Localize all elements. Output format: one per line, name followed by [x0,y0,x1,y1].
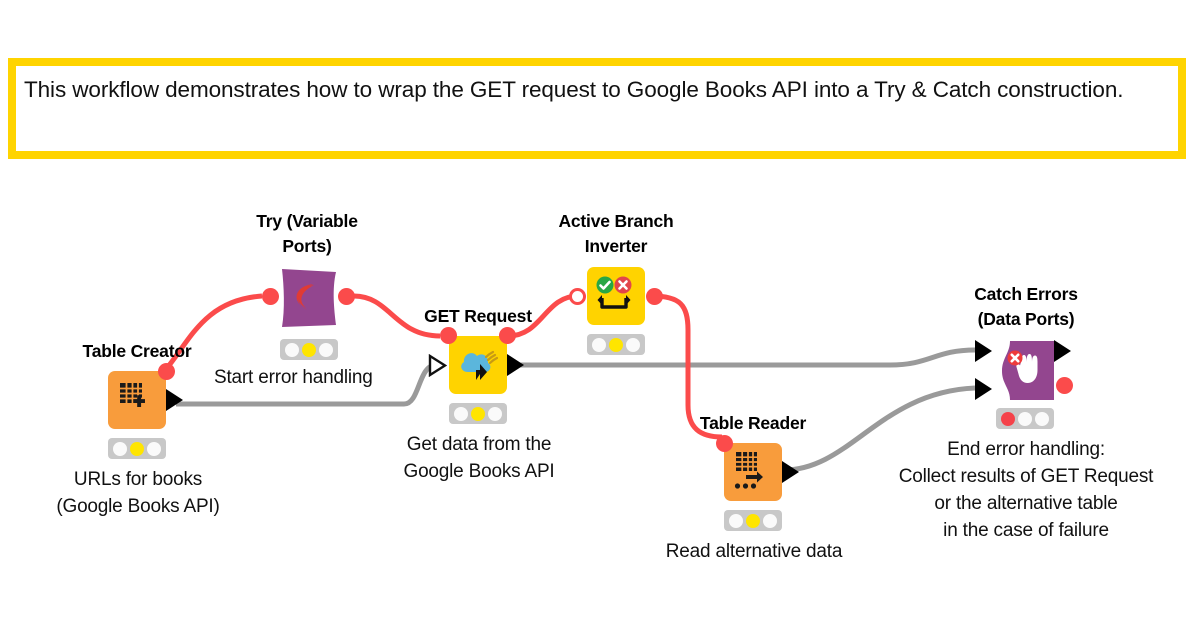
status-lamp-green [147,441,162,456]
node-body-active-branch-inverter[interactable] [587,267,645,325]
port-data-in-2-catch-errors[interactable] [975,378,992,400]
port-flowvariable-in-active-branch-inverter[interactable] [569,288,586,305]
node-title-table-reader: Table Reader [699,413,807,433]
status-lamp-yellow [745,513,760,528]
node-body-table-creator[interactable] [108,371,166,429]
status-lamp-red [591,337,606,352]
node-body-get-request[interactable] [449,336,507,394]
port-flowvariable-out-get-request[interactable] [499,327,516,344]
status-lamp-green [488,406,503,421]
workflow-annotation-box: This workflow demonstrates how to wrap t… [8,58,1186,159]
node-title-table-creator: Table Creator [82,341,192,361]
port-flowvariable-out-try[interactable] [338,288,355,305]
status-active-branch-inverter [587,334,645,355]
node-title-get-request: GET Request [424,306,532,326]
status-lamp-red [453,406,468,421]
workflow-annotation-text: This workflow demonstrates how to wrap t… [24,77,1124,102]
wire-label-start-error-handling: Start error handling [214,367,373,388]
status-table-creator [108,438,166,459]
port-data-out-table-reader[interactable] [782,461,799,483]
status-lamp-red [112,441,127,456]
connection-getrequest-to-catcherrors [510,347,976,368]
status-lamp-red [1000,411,1015,426]
port-flowvariable-in-try[interactable] [262,288,279,305]
status-lamp-yellow [1017,411,1032,426]
status-lamp-green [626,337,641,352]
port-flowvariable-in-get-request[interactable] [440,327,457,344]
port-data-in-get-request[interactable] [428,354,447,377]
node-caption-table-creator: URLs for books (Google Books API) [56,469,220,517]
node-caption-catch-errors: End error handling: Collect results of G… [898,439,1154,541]
port-data-in-1-catch-errors[interactable] [975,340,992,362]
status-try-variable-ports [280,339,338,360]
node-body-catch-errors[interactable] [996,340,1058,402]
status-lamp-yellow [470,406,485,421]
status-get-request [449,403,507,424]
status-catch-errors [996,408,1054,429]
table-plus-icon [120,383,145,407]
status-lamp-green [763,513,778,528]
node-body-table-reader[interactable] [724,443,782,501]
port-data-out-catch-errors[interactable] [1054,340,1071,362]
node-caption-get-request: Get data from the Google Books API [403,434,555,482]
node-caption-table-reader: Read alternative data [665,541,843,562]
status-lamp-red [728,513,743,528]
node-title-active-branch-inverter: Active Branch Inverter [558,211,674,256]
status-lamp-green [1035,411,1050,426]
cloud-download-icon [461,350,498,380]
status-lamp-yellow [608,337,623,352]
status-lamp-green [319,342,334,357]
node-title-try-variable-ports: Try (Variable Ports) [256,211,358,256]
port-flowvariable-out-active-branch-inverter[interactable] [646,288,663,305]
port-flowvariable-out-catch-errors[interactable] [1056,377,1073,394]
status-lamp-red [284,342,299,357]
status-lamp-yellow [129,441,144,456]
port-flowvariable-out-table-creator[interactable] [158,363,175,380]
node-body-try-variable-ports[interactable] [278,267,340,329]
port-flowvariable-in-table-reader[interactable] [716,435,733,452]
status-table-reader [724,510,782,531]
status-lamp-yellow [301,342,316,357]
node-title-catch-errors: Catch Errors (Data Ports) [974,284,1078,329]
port-data-out-table-creator[interactable] [166,389,183,411]
table-read-icon [734,452,763,489]
port-data-out-get-request[interactable] [507,354,524,376]
check-cross-swap-icon [596,276,632,309]
